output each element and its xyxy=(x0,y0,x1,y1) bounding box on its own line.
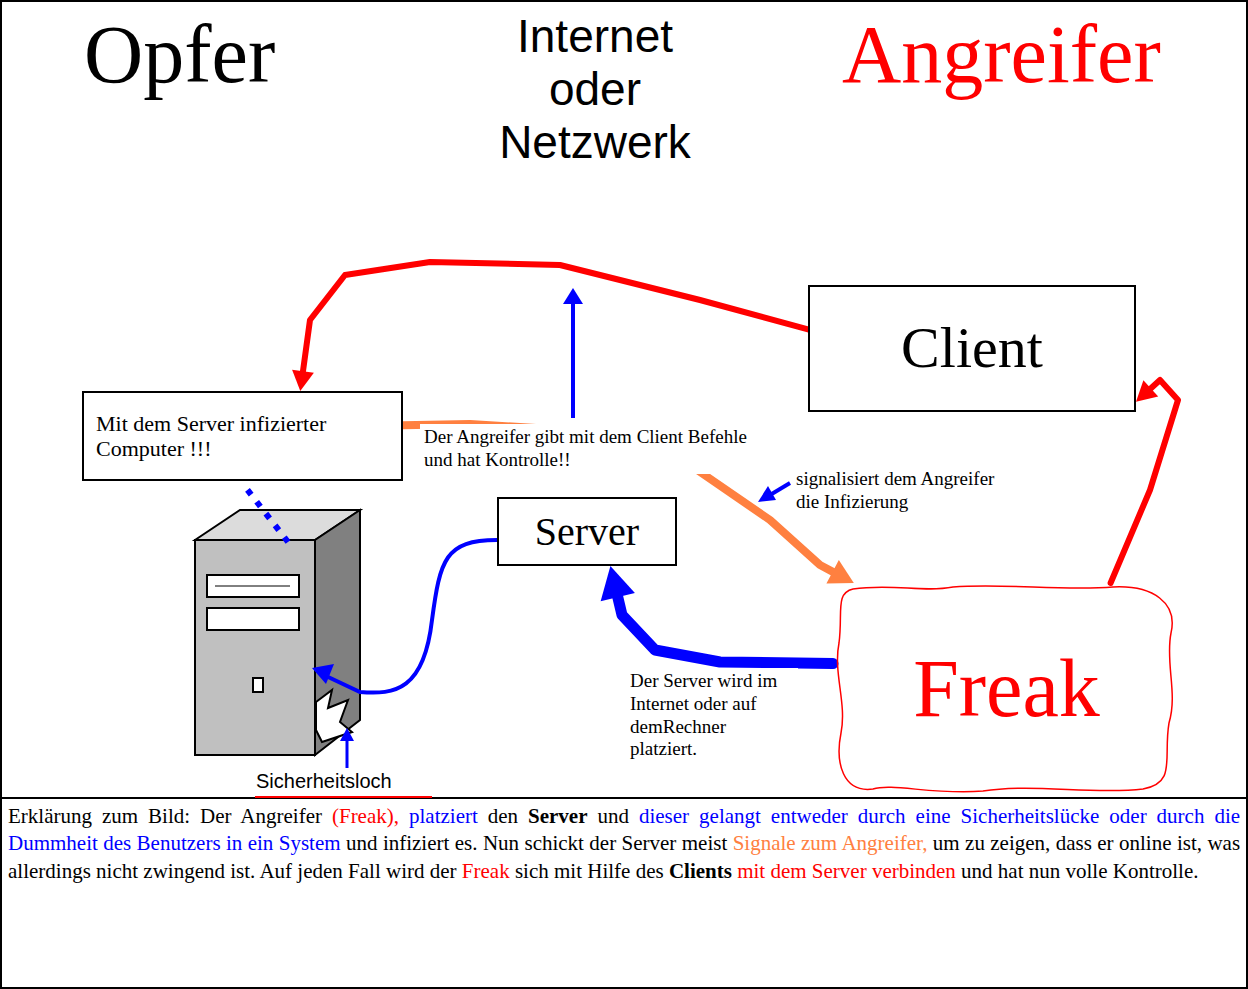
caption-rule xyxy=(0,797,1248,799)
caption-run: Angreifer, xyxy=(841,831,927,855)
caption-run: Dummheit xyxy=(8,831,98,855)
node-text: Server xyxy=(535,509,639,555)
caption-run: Server xyxy=(622,831,677,855)
caption-run: Clients xyxy=(669,859,732,883)
caption-run: und xyxy=(961,859,993,883)
caption: Erklärung zum Bild: Der Angreifer (Freak… xyxy=(8,803,1240,885)
caption-run: und xyxy=(597,804,629,828)
caption-run: er xyxy=(1097,831,1113,855)
caption-run: nicht xyxy=(96,859,138,883)
caption-run: infiziert xyxy=(383,831,449,855)
caption-run: online xyxy=(1119,831,1172,855)
connector-arrow xyxy=(292,262,808,391)
caption-run: Signale xyxy=(733,831,796,855)
caption-run: um xyxy=(933,831,960,855)
caption-run: nun xyxy=(1029,859,1061,883)
server-box: Server xyxy=(497,497,677,566)
caption-run: gelangt xyxy=(699,804,761,828)
edge-label: Der Server wird im Internet oder auf dem… xyxy=(626,668,798,763)
callout-label: Sicherheitsloch xyxy=(256,770,392,792)
caption-run: Bild: xyxy=(148,804,190,828)
caption-run: schickt xyxy=(524,831,583,855)
caption-run: zum xyxy=(801,831,837,855)
caption-run: (Freak), xyxy=(332,804,399,828)
underline xyxy=(255,796,432,798)
caption-run: es. xyxy=(455,831,478,855)
caption-run: entweder xyxy=(771,804,848,828)
caption-run: dem xyxy=(770,859,806,883)
caption-run: der xyxy=(430,859,457,883)
infection-path xyxy=(312,540,497,693)
caption-run: durch xyxy=(858,804,906,828)
caption-run: verbinden xyxy=(872,859,956,883)
caption-run: Auf xyxy=(259,859,292,883)
freak-cloud: Freak xyxy=(833,583,1180,795)
caption-run: ein xyxy=(248,831,274,855)
edge-label: signalisiert dem Angreifer die Infizieru… xyxy=(792,466,1002,516)
infected-computer-box: Mit dem Server infizierter Computer !!! xyxy=(82,391,403,481)
caption-run: wird xyxy=(386,859,425,883)
caption-run: des xyxy=(103,831,131,855)
caption-run: Benutzers xyxy=(137,831,221,855)
node-text: Internet oder Netzwerk xyxy=(465,10,725,169)
caption-run: dieser xyxy=(639,804,689,828)
side-heading: Angreifer xyxy=(842,10,1161,100)
caption-run: ist, xyxy=(1177,831,1202,855)
caption-run: durch xyxy=(1157,804,1205,828)
caption-run: die xyxy=(1214,804,1240,828)
caption-run: System xyxy=(279,831,341,855)
caption-run: mit xyxy=(554,859,582,883)
pointer-arrow xyxy=(563,288,583,418)
side-heading: Opfer xyxy=(84,10,275,100)
caption-run: allerdings xyxy=(8,859,91,883)
node-text: Client xyxy=(901,315,1043,382)
edge-label: Der Angreifer gibt mit dem Client Befehl… xyxy=(420,424,765,474)
caption-run: Kontrolle. xyxy=(1113,859,1199,883)
caption-run: Angreifer xyxy=(240,804,322,828)
caption-run: zu xyxy=(965,831,985,855)
caption-run: oder xyxy=(1109,804,1146,828)
connector-arrow xyxy=(601,566,833,664)
caption-run: hat xyxy=(998,859,1024,883)
caption-run: Erklärung xyxy=(8,804,92,828)
caption-run: Freak xyxy=(462,859,510,883)
caption-run: der xyxy=(589,831,616,855)
caption-run: Fall xyxy=(348,859,381,883)
caption-run: zum xyxy=(102,804,138,828)
caption-run: Der xyxy=(200,804,231,828)
caption-run: Server xyxy=(812,859,867,883)
caption-run: zeigen, xyxy=(990,831,1050,855)
caption-run: Server xyxy=(528,804,587,828)
caption-run: was xyxy=(1207,831,1240,855)
dotted-link xyxy=(246,488,288,542)
caption-run: und xyxy=(346,831,378,855)
caption-run: sich xyxy=(515,859,549,883)
caption-run: in xyxy=(226,831,242,855)
caption-run: ist. xyxy=(230,859,255,883)
connector-arrow xyxy=(403,424,854,583)
node-text: Mit dem Server infizierter Computer !!! xyxy=(84,411,401,462)
caption-run: meist xyxy=(682,831,728,855)
caption-run: mit xyxy=(737,859,765,883)
caption-run: Hilfe xyxy=(587,859,630,883)
caption-run: dass xyxy=(1056,831,1092,855)
computer-tower xyxy=(195,510,360,755)
pointer-arrow xyxy=(340,728,354,768)
client-box: Client xyxy=(808,285,1136,412)
pointer-arrow xyxy=(758,483,790,502)
caption-run: platziert xyxy=(409,804,478,828)
node-text: Freak xyxy=(913,642,1100,736)
caption-run: volle xyxy=(1066,859,1108,883)
caption-run: Nun xyxy=(483,831,519,855)
caption-run: jeden xyxy=(297,859,342,883)
caption-run: den xyxy=(488,804,518,828)
caption-run: eine xyxy=(916,804,951,828)
caption-run: zwingend xyxy=(143,859,225,883)
caption-run: des xyxy=(636,859,664,883)
caption-run: Sicherheitslücke xyxy=(961,804,1100,828)
